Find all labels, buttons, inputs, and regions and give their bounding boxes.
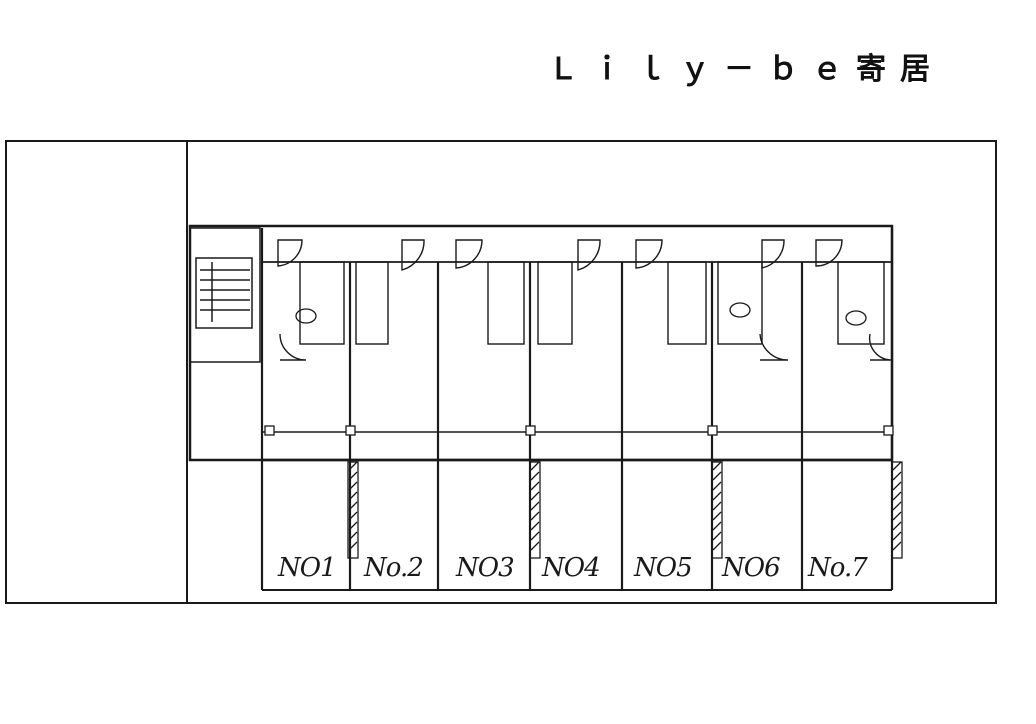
stairwell (189, 227, 261, 363)
unit-label-7: No.7 (808, 553, 868, 583)
door-swings (277, 239, 893, 361)
parking-separators (347, 461, 903, 559)
bathroom-blocks (299, 261, 885, 345)
unit-label-1: NO1 (278, 553, 337, 583)
site-boundary (5, 140, 997, 604)
toilet-fixtures (295, 302, 867, 326)
columns (264, 425, 894, 436)
unit-label-5: NO5 (634, 553, 693, 583)
unit-label-3: NO3 (456, 553, 515, 583)
unit-label-2: No.2 (364, 553, 424, 583)
unit-label-6: NO6 (722, 553, 781, 583)
unit-label-4: NO4 (542, 553, 601, 583)
building-title: Ｌｉｌｙ－ｂｅ寄居 (548, 52, 944, 87)
